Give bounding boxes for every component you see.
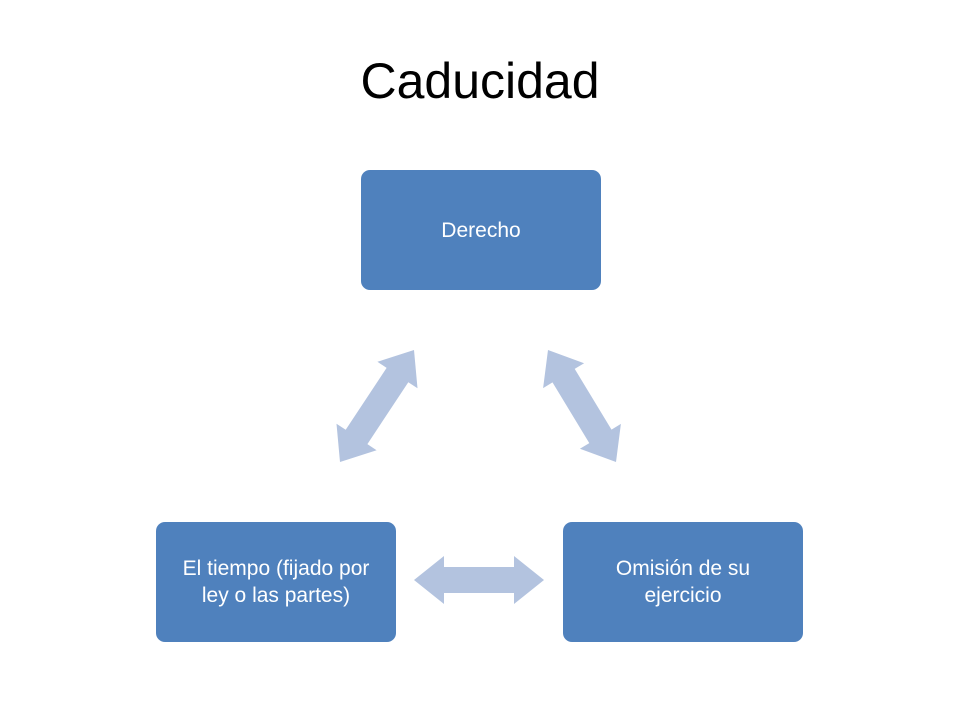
- node-tiempo-label: El tiempo (fijado por ley o las partes): [182, 557, 370, 607]
- node-derecho-label: Derecho: [441, 218, 521, 242]
- arrow-derecho-omision: [543, 350, 621, 462]
- slide-title: Caducidad: [360, 53, 600, 109]
- node-derecho: Derecho: [361, 170, 601, 290]
- arrow-omision-tiempo: [414, 556, 544, 604]
- node-tiempo: El tiempo (fijado por ley o las partes): [156, 522, 396, 642]
- arrow-tiempo-derecho: [336, 350, 418, 462]
- node-omision: Omisión de su ejercicio: [563, 522, 803, 642]
- node-omision-label: Omisión de su ejercicio: [615, 557, 751, 607]
